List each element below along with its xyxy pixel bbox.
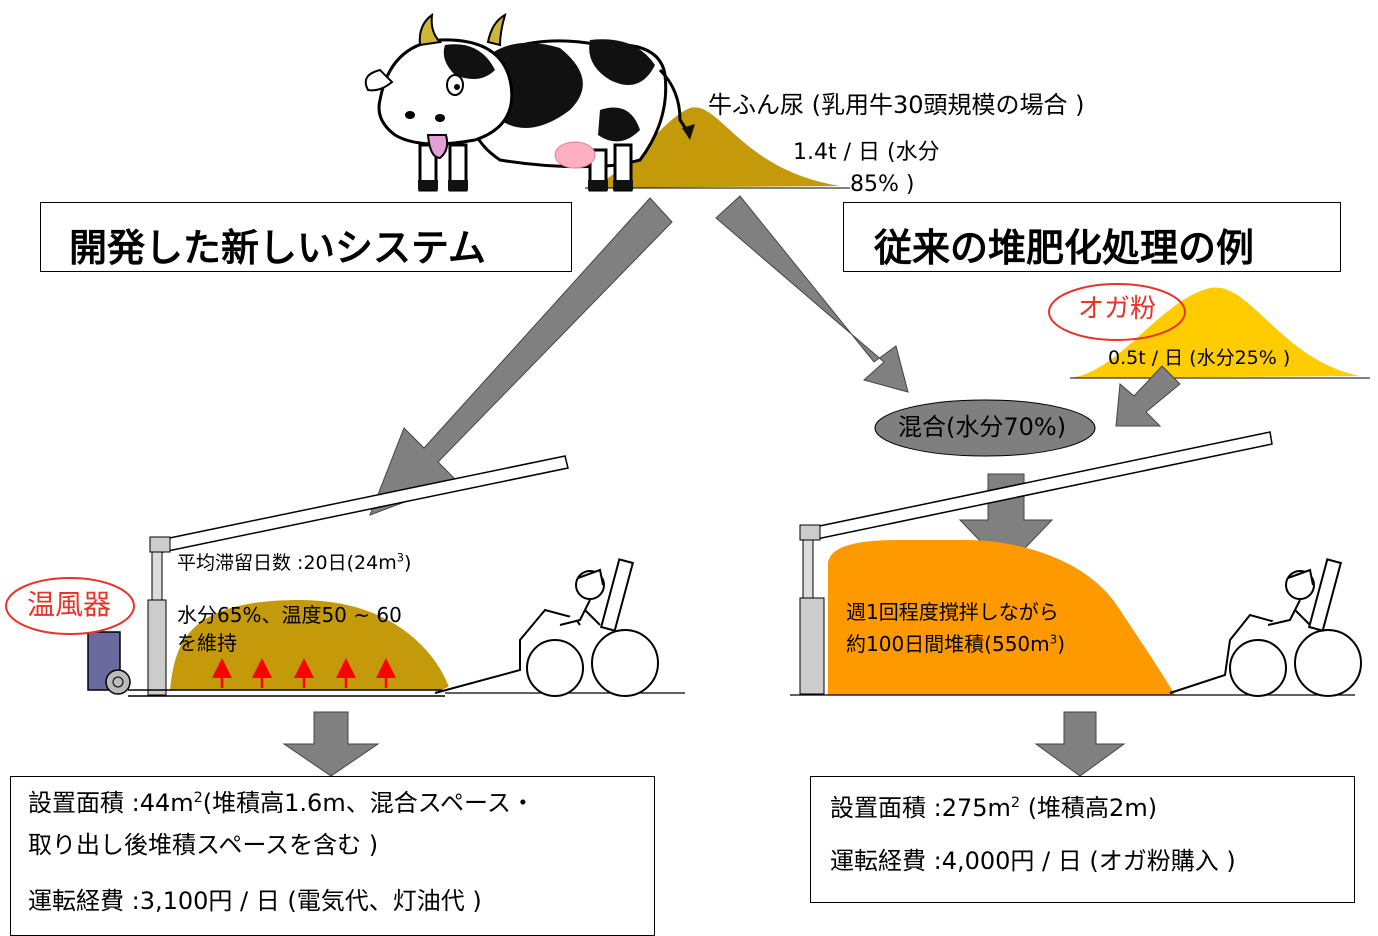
arrow-conventional-to-result	[1034, 711, 1126, 777]
arrow-mix-to-pile	[958, 473, 1054, 569]
sawdust-mound	[1070, 287, 1360, 378]
manure-mound	[585, 107, 840, 188]
manure-amount-line1: 1.4t / 日 (水分	[793, 140, 940, 165]
condition-line2: を維持	[177, 631, 237, 655]
condition-line1: 水分65%、温度50 ~ 60	[177, 603, 402, 627]
sawdust-oval	[1048, 283, 1186, 341]
conventional-area: 設置面積 :275m2 (堆積高2m)	[830, 794, 1158, 823]
pile-line2-sup: 3	[1049, 632, 1058, 647]
sawdust-amount: 0.5t / 日 (水分25% )	[1108, 347, 1291, 369]
retention-suffix: )	[403, 552, 412, 574]
tractor-left	[434, 558, 659, 697]
tractor-right	[1169, 558, 1362, 697]
conventional-area-prefix: 設置面積 :275m	[830, 794, 1011, 822]
cow-illustration	[364, 12, 695, 192]
new-system-facility	[87, 455, 685, 697]
new-system-title: 開発した新しいシステム	[40, 202, 572, 272]
retention-prefix: 平均滞留日数 :20日(24m	[177, 552, 397, 574]
retention-sup: 3	[396, 550, 404, 565]
conventional-title-text: 従来の堆肥化処理の例	[874, 226, 1255, 270]
pile-line2-prefix: 約100日間堆積(550m	[846, 632, 1050, 656]
new-area-sup: 2	[193, 790, 203, 806]
arrow-to-conventional	[715, 195, 909, 393]
manure-amount-line2: 85% )	[850, 172, 915, 197]
new-area-suffix: (堆積高1.6m、混合スペース・	[202, 789, 535, 817]
conventional-result-box	[810, 776, 1355, 903]
conventional-facility	[790, 431, 1355, 696]
new-system-title-text: 開発した新しいシステム	[69, 226, 486, 270]
new-cost: 運転経費 :3,100円 / 日 (電気代、灯油代 )	[28, 887, 482, 915]
pile-line1: 週1回程度撹拌しながら	[846, 600, 1059, 624]
new-system-result-box	[10, 776, 655, 936]
pile-line2: 約100日間堆積(550m3)	[846, 633, 1065, 656]
conventional-area-sup: 2	[1010, 795, 1021, 811]
conventional-title: 従来の堆肥化処理の例	[843, 202, 1341, 272]
new-area-line1: 設置面積 :44m2(堆積高1.6m、混合スペース・	[28, 789, 535, 818]
heater-oval	[5, 577, 135, 635]
new-area-prefix: 設置面積 :44m	[28, 789, 194, 817]
arrow-new-to-result	[282, 711, 380, 777]
mix-ellipse	[874, 399, 1096, 457]
arrow-sawdust-to-mix	[1115, 365, 1181, 427]
pile-line2-suffix: )	[1057, 632, 1066, 656]
sawdust-label: オガ粉	[1078, 294, 1157, 324]
conventional-area-suffix: (堆積高2m)	[1020, 794, 1158, 822]
heater-label: 温風器	[27, 588, 112, 621]
new-area-line2: 取り出し後堆積スペースを含む )	[28, 831, 379, 859]
conventional-cost: 運転経費 :4,000円 / 日 (オガ粉購入 )	[830, 847, 1236, 875]
mix-label: 混合(水分70%)	[898, 413, 1067, 441]
manure-label: 牛ふん尿 (乳用牛30頭規模の場合 )	[708, 91, 1085, 119]
retention-text: 平均滞留日数 :20日(24m3)	[177, 550, 412, 575]
